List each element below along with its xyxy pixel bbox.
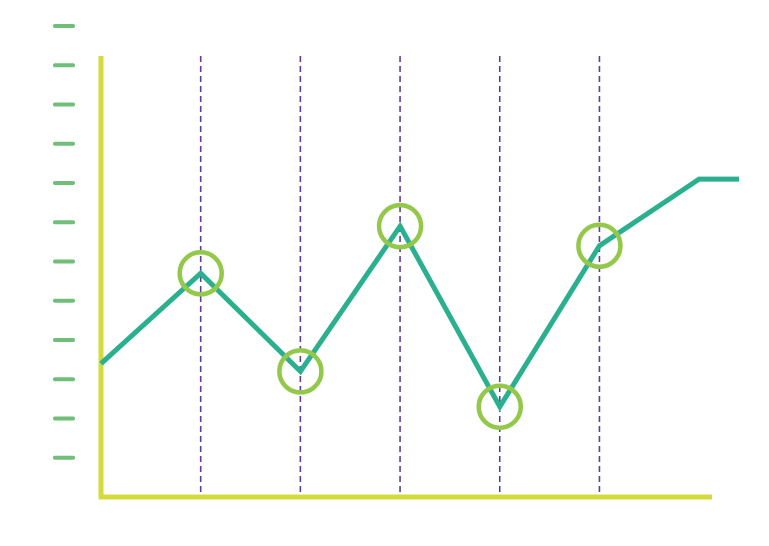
series-line <box>99 176 739 412</box>
axes <box>98 56 712 500</box>
series-line-layer <box>99 176 739 412</box>
data-point-1 <box>177 250 224 297</box>
vertical-gridlines <box>199 56 601 497</box>
data-point-3 <box>376 202 424 250</box>
point-markers <box>177 202 623 430</box>
data-point-4 <box>476 383 523 430</box>
data-point-2 <box>277 348 324 395</box>
y-tick-marks <box>53 24 75 460</box>
data-point-5 <box>576 222 623 270</box>
